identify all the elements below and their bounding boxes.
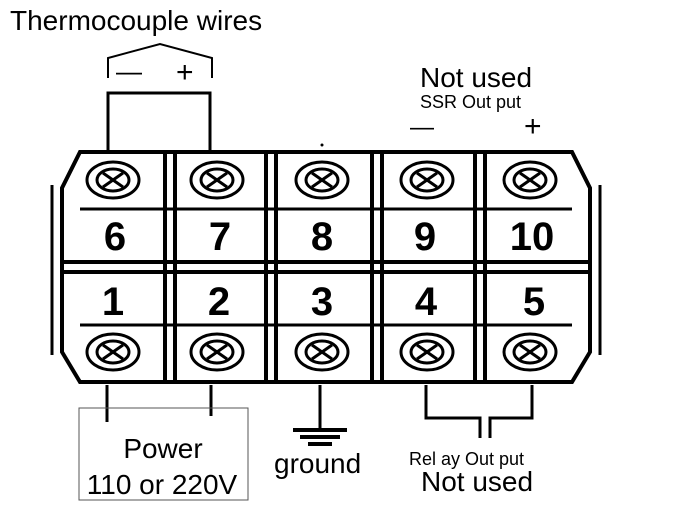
terminal-number: 10 [510, 215, 555, 259]
screw-icon [189, 332, 245, 372]
terminal-number: 1 [102, 280, 124, 324]
terminal-8-dot [320, 143, 324, 147]
terminal-number: 7 [209, 215, 231, 259]
screw-icon [399, 332, 455, 372]
power-box [78, 407, 249, 501]
relay-not-used-label: Not used [421, 466, 533, 497]
screw-icon [294, 160, 350, 200]
terminal-number: 4 [415, 280, 438, 324]
thermocouple-label: Thermocouple wires [10, 5, 262, 36]
terminal-number: 8 [311, 215, 333, 259]
thermocouple-bracket [107, 42, 213, 78]
relay-output-wires [424, 385, 534, 438]
power-label: Power [123, 433, 202, 464]
ssr-output-label: SSR Out put [420, 92, 521, 112]
terminal-number: 3 [311, 280, 333, 324]
ssr-not-used-label: Not used [420, 62, 532, 93]
terminal-number: 6 [104, 215, 126, 259]
relay-output-label: Rel ay Out put [409, 449, 524, 469]
screw-icon [502, 160, 558, 200]
ssr-minus-label: — [410, 114, 434, 141]
terminal-number: 9 [414, 215, 436, 259]
power-voltage-label: 110 or 220V [87, 469, 238, 500]
screw-icon [85, 332, 141, 372]
ssr-plus-label: + [524, 110, 542, 143]
screw-icon [189, 160, 245, 200]
terminal-block [50, 150, 602, 384]
ground-icon [293, 428, 347, 446]
thermocouple-plus-label: + [176, 56, 194, 89]
screw-icon [294, 332, 350, 372]
terminal-number: 5 [523, 280, 545, 324]
thermocouple-wires [106, 91, 212, 150]
thermocouple-minus-label: — [116, 56, 142, 86]
screw-icon [502, 332, 558, 372]
terminal-number: 2 [208, 280, 230, 324]
screw-icon [399, 160, 455, 200]
ground-label: ground [274, 448, 361, 479]
screw-icon [85, 160, 141, 200]
